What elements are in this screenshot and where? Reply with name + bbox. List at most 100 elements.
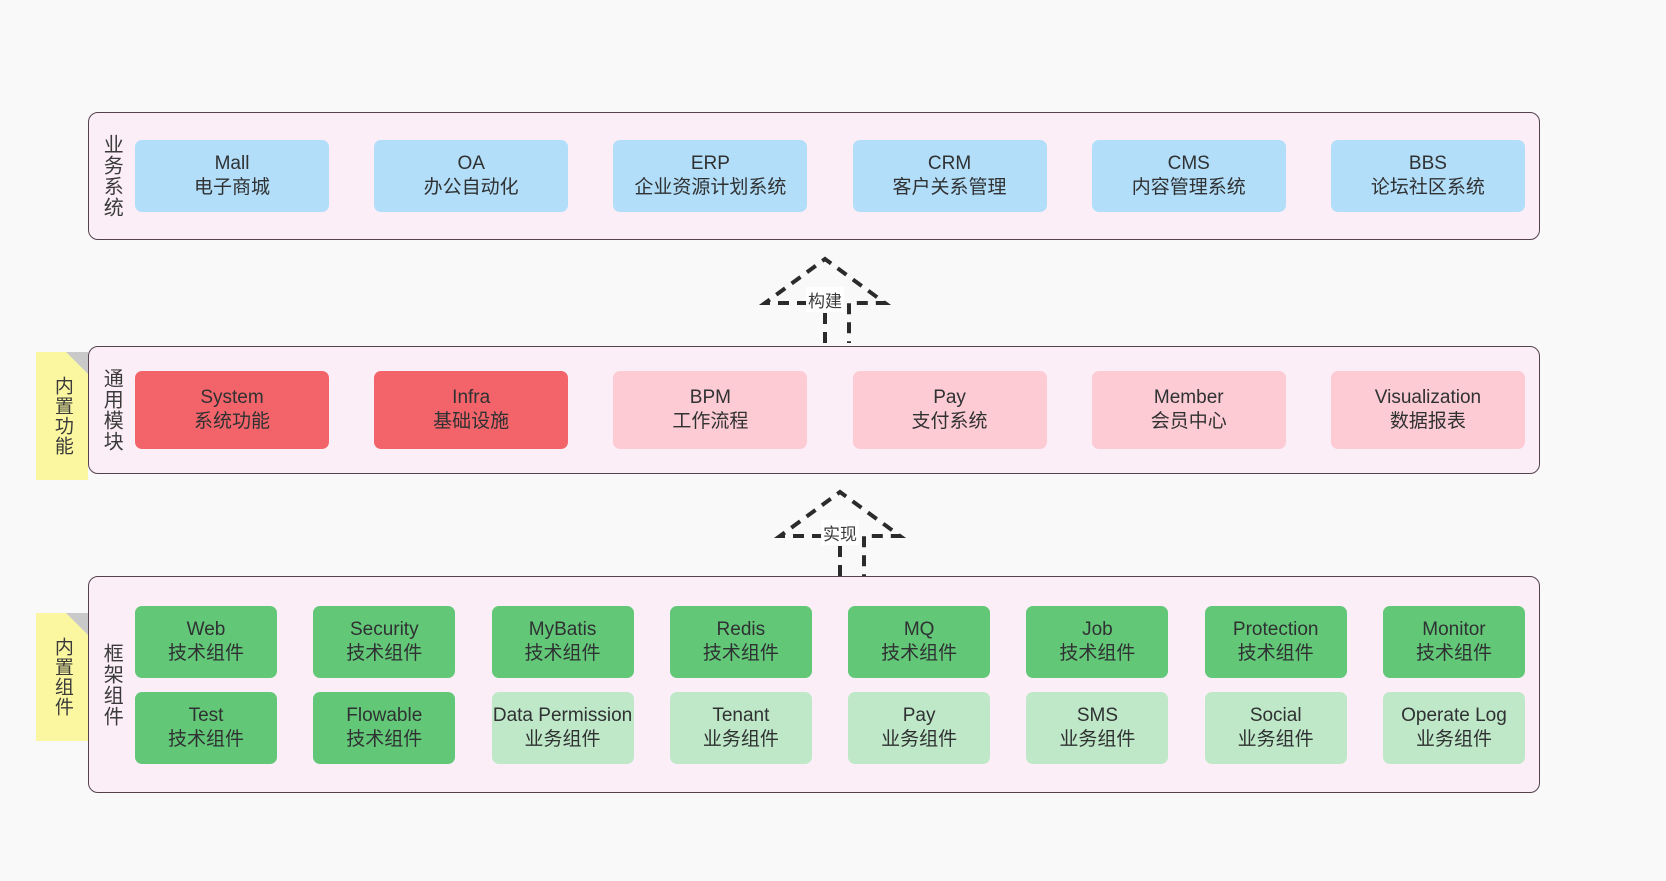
node-subtitle: 业务组件 — [524, 728, 601, 750]
node-title: BBS — [1408, 153, 1447, 175]
node-title: SMS — [1076, 704, 1118, 726]
node-subtitle: 技术组件 — [1059, 642, 1136, 664]
node-subtitle: 业务组件 — [881, 728, 958, 750]
node-title: Web — [186, 618, 226, 640]
node-subtitle: 内容管理系统 — [1131, 177, 1246, 198]
sticky-note-builtin-component: 内置组件 — [36, 613, 88, 741]
node-title: CRM — [927, 153, 972, 175]
node-title: Test — [188, 704, 224, 726]
node-title: MyBatis — [528, 618, 597, 640]
node-title: MQ — [903, 618, 935, 640]
node-subtitle: 业务组件 — [1415, 728, 1492, 750]
connector-build-label: 构建 — [806, 287, 844, 312]
node-title: ERP — [690, 153, 730, 175]
node-title: Redis — [716, 618, 766, 640]
node-subtitle: 业务组件 — [1059, 728, 1136, 750]
node-subtitle: 技术组件 — [1415, 642, 1492, 664]
node-title: BPM — [689, 387, 731, 409]
node-title: Social — [1249, 704, 1302, 726]
sticky-fold-corner-icon — [66, 352, 88, 374]
node-subtitle: 技术组件 — [167, 642, 244, 664]
business-layer-title: 业务系统 — [100, 134, 123, 218]
node-title: Flowable — [346, 704, 423, 726]
node-title: Tenant — [712, 704, 770, 726]
node-title: Infra — [452, 387, 491, 409]
node-title: Pay — [933, 387, 966, 409]
node-title: Operate Log — [1401, 704, 1507, 726]
connector-implement-label: 实现 — [821, 520, 859, 545]
common-layer-title: 通用模块 — [100, 368, 123, 452]
node-subtitle: 论坛社区系统 — [1370, 177, 1485, 198]
node-subtitle: 支付系统 — [911, 411, 988, 432]
node-title: Visualization — [1374, 387, 1482, 409]
node-title: Data Permission — [492, 704, 633, 726]
node-subtitle: 技术组件 — [881, 642, 958, 664]
sticky-note-builtin-feature-label: 内置功能 — [51, 376, 73, 456]
node-title: System — [200, 387, 264, 409]
node-title: Security — [349, 618, 419, 640]
node-subtitle: 会员中心 — [1150, 411, 1227, 432]
framework-layer-title: 框架组件 — [100, 642, 123, 727]
node-subtitle: 技术组件 — [346, 642, 423, 664]
node-title: Protection — [1232, 618, 1319, 640]
node-subtitle: 系统功能 — [193, 411, 270, 432]
node-subtitle: 技术组件 — [702, 642, 779, 664]
node-subtitle: 技术组件 — [1237, 642, 1314, 664]
node-subtitle: 数据报表 — [1389, 411, 1466, 432]
sticky-note-builtin-feature: 内置功能 — [36, 352, 88, 480]
connector-build: 构建 — [755, 255, 905, 345]
node-title: Monitor — [1422, 618, 1486, 640]
node-subtitle: 电子商城 — [193, 177, 270, 198]
node-subtitle: 技术组件 — [346, 728, 423, 750]
node-title: OA — [457, 153, 485, 175]
node-subtitle: 办公自动化 — [423, 177, 519, 198]
node-subtitle: 业务组件 — [702, 728, 779, 750]
node-subtitle: 企业资源计划系统 — [634, 177, 787, 198]
node-title: Member — [1153, 387, 1224, 409]
node-subtitle: 技术组件 — [524, 642, 601, 664]
node-subtitle: 客户关系管理 — [892, 177, 1007, 198]
node-title: Pay — [902, 704, 936, 726]
node-subtitle: 工作流程 — [672, 411, 749, 432]
connector-implement: 实现 — [770, 488, 920, 578]
